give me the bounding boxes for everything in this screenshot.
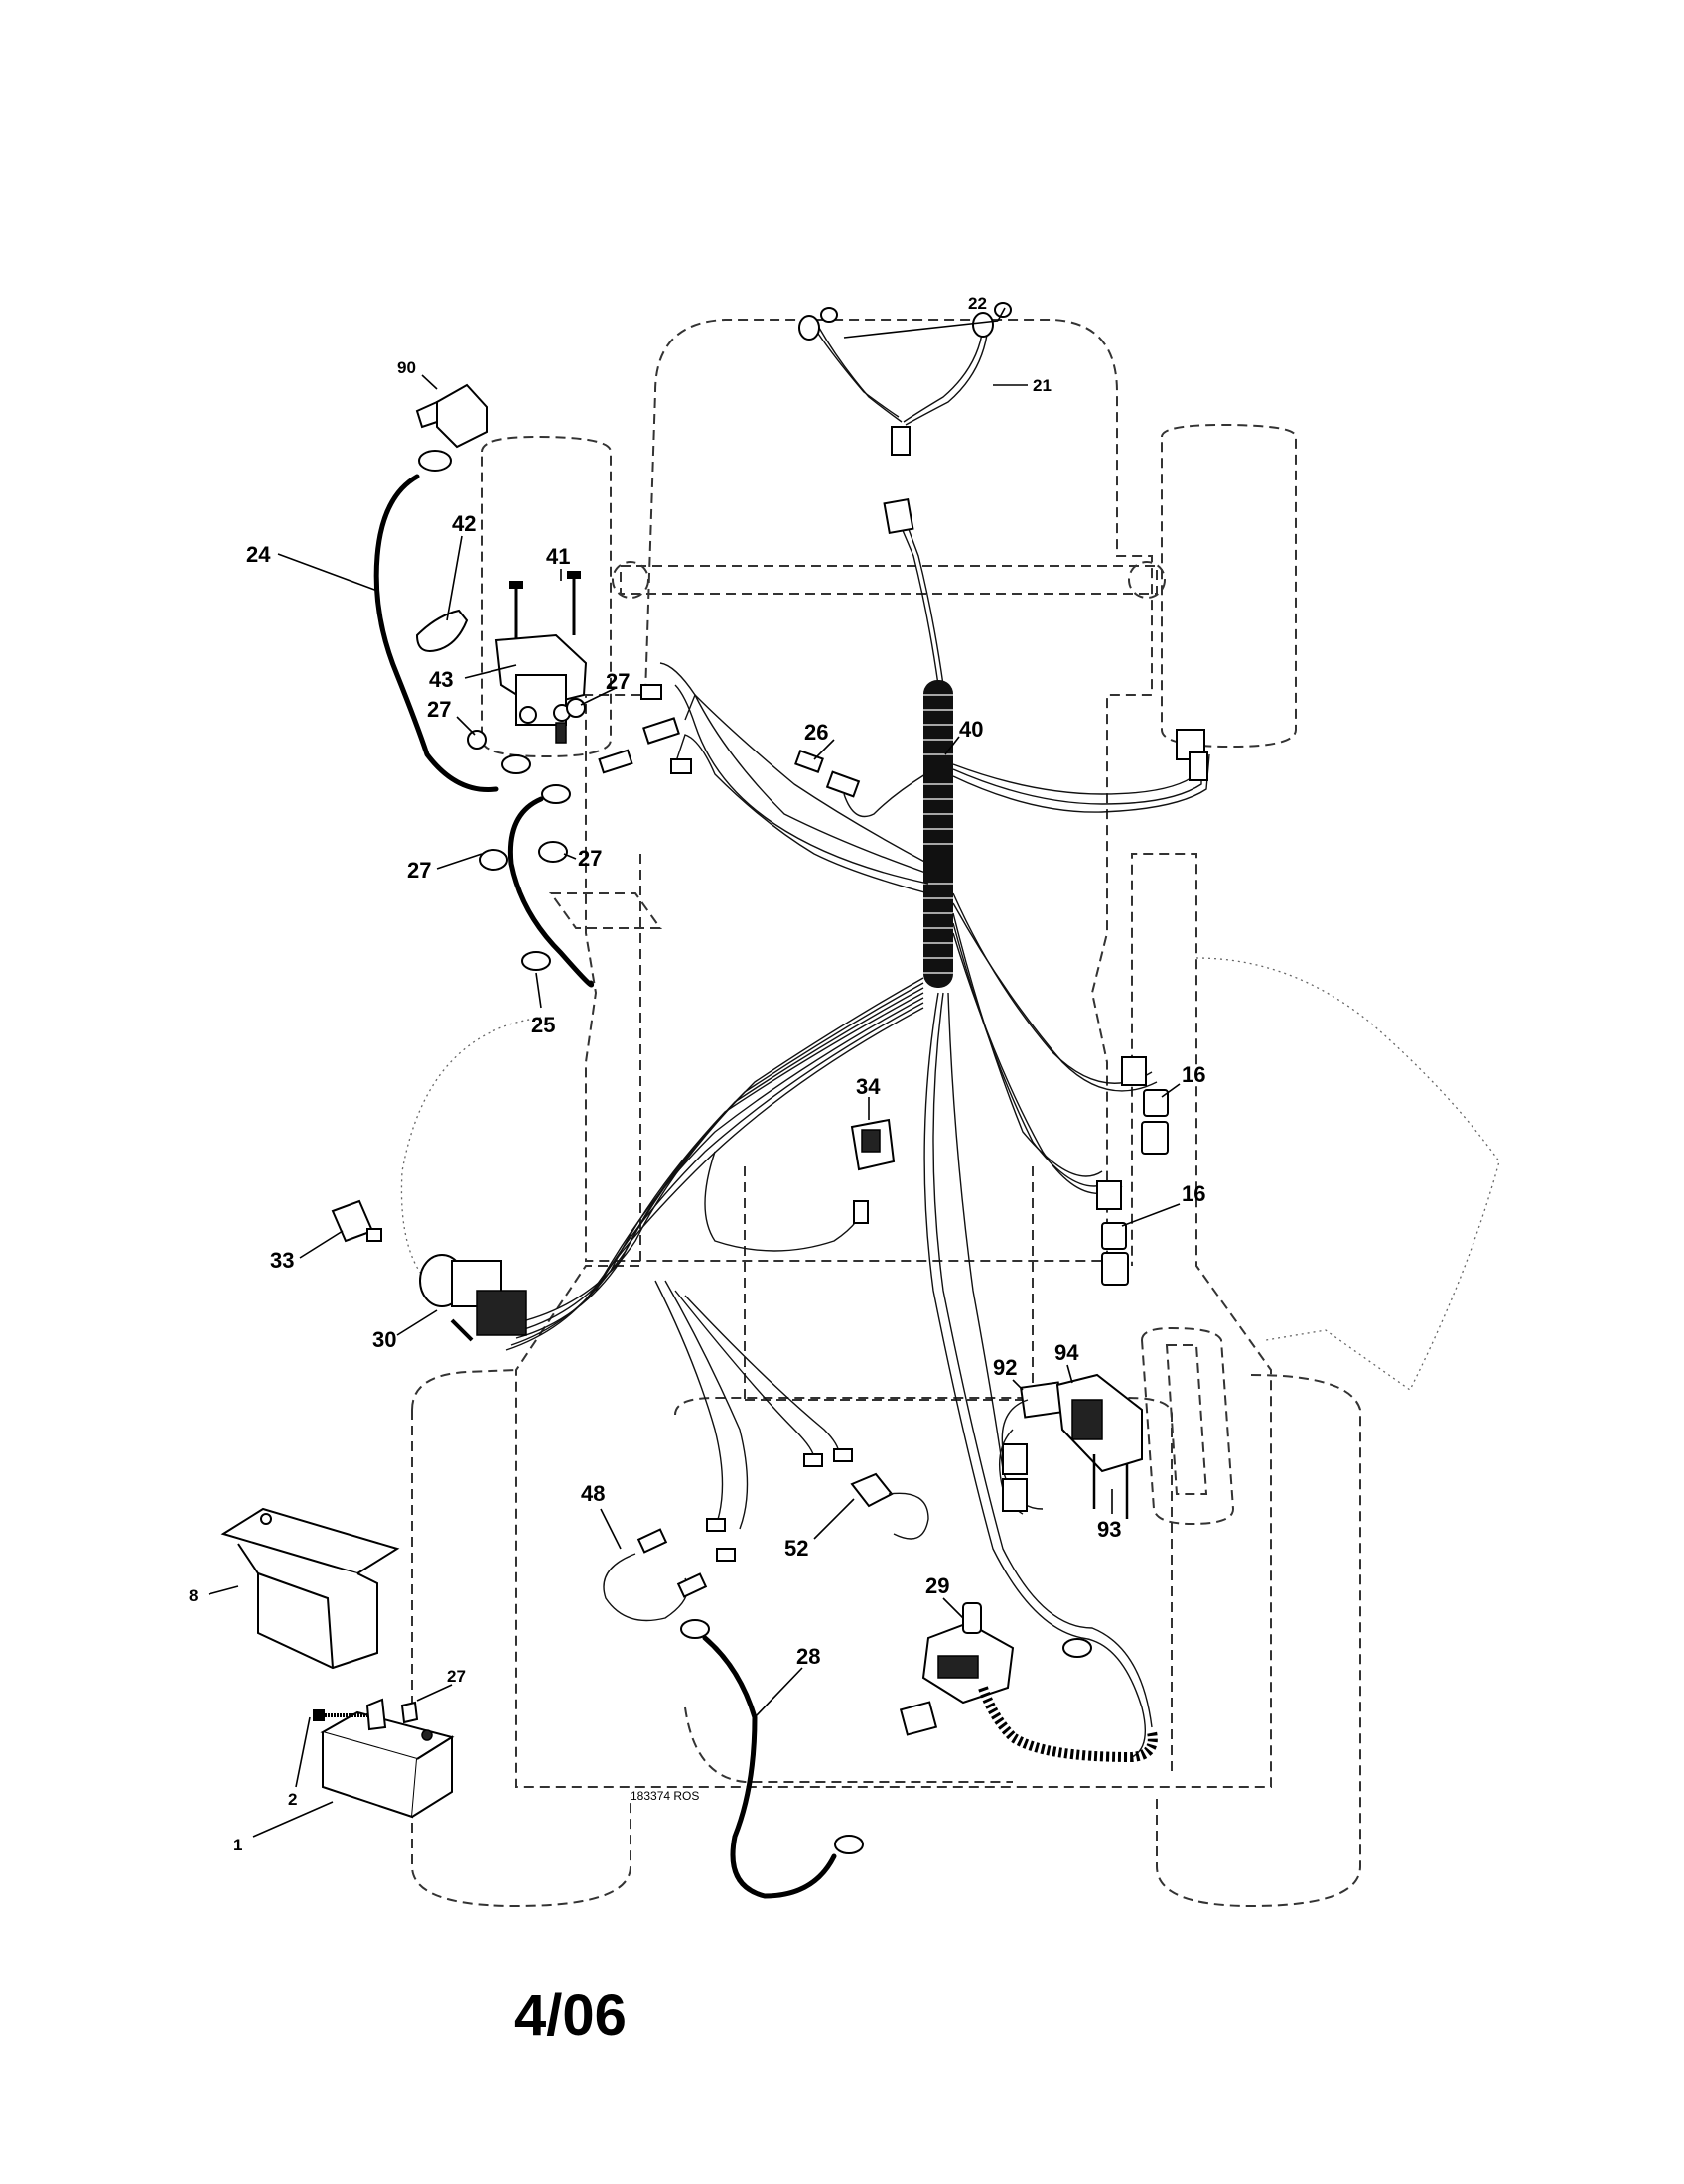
callout-42: 42 [452, 511, 476, 536]
part-21-headlight-harness [813, 327, 989, 535]
shift-slot-outline [1165, 1344, 1208, 1495]
left-front-wheel-outline [481, 435, 612, 758]
rear-fender-left [684, 1706, 1013, 1783]
part-28-ring-terminal-top [680, 1619, 710, 1639]
front-axle-right-pivot [1128, 561, 1166, 599]
callout-27-lower-left: 27 [407, 858, 431, 883]
leader-lines [208, 307, 1181, 1838]
part-16-switch-lower [1096, 1180, 1129, 1286]
part-28-ring-terminal-bottom [834, 1835, 864, 1854]
callout-93: 93 [1097, 1517, 1121, 1542]
callout-40: 40 [959, 717, 983, 742]
part-48-wire-loop [603, 1528, 708, 1622]
left-step-outline [549, 892, 662, 929]
revision-date: 4/06 [514, 1983, 627, 2048]
callout-27-battery: 27 [447, 1667, 466, 1686]
harness-loom [923, 680, 953, 988]
part-41-screws [509, 571, 581, 645]
callout-43: 43 [429, 667, 453, 692]
shift-plate-outline [1140, 1326, 1235, 1526]
right-rear-wheel-outline [1156, 1374, 1361, 1908]
part-2-battery-bolt [313, 1698, 387, 1731]
seat-support-outline [744, 1166, 1034, 1401]
part-29-pto-switch [899, 1602, 1158, 1763]
callout-29: 29 [925, 1573, 949, 1598]
callout-52: 52 [784, 1536, 808, 1561]
part-90-circuit-breaker [415, 383, 488, 449]
callout-33: 33 [270, 1248, 294, 1273]
callout-16-upper: 16 [1182, 1062, 1205, 1087]
callout-94: 94 [1054, 1340, 1079, 1365]
right-front-wheel-outline [1161, 423, 1297, 749]
drawing-code: 183374 ROS [631, 1789, 699, 1803]
callout-25: 25 [531, 1013, 555, 1037]
front-axle-left-pivot [612, 561, 649, 599]
callout-34: 34 [856, 1074, 881, 1099]
part-22-bulbs [798, 302, 1012, 341]
part-27-nut-b [467, 730, 487, 750]
part-93-screws [1092, 1454, 1129, 1519]
callout-41: 41 [546, 544, 570, 569]
part-27-battery-nut [400, 1701, 419, 1724]
part-42-terminal-boot [415, 609, 469, 652]
callout-24: 24 [246, 542, 271, 567]
part-43-solenoid [494, 633, 588, 744]
part-8-battery-tray [220, 1507, 400, 1670]
part-27-nut-c [479, 849, 508, 871]
part-94-switch-assembly [1055, 1373, 1143, 1473]
callout-92: 92 [993, 1355, 1017, 1380]
part-27-nut-d [538, 841, 568, 863]
callout-21: 21 [1033, 376, 1052, 395]
part-16-switch-upper [1121, 1056, 1169, 1155]
callout-2: 2 [288, 1790, 297, 1809]
part-30-ignition-switch [419, 1254, 527, 1342]
part-27-nut-a [566, 698, 586, 718]
part-28-ground-cable [702, 1635, 837, 1899]
callout-26: 26 [804, 720, 828, 745]
part-52-connector [850, 1472, 929, 1540]
callout-28: 28 [796, 1644, 820, 1669]
frame-outline [515, 853, 1272, 1788]
callout-1: 1 [233, 1836, 242, 1854]
part-34-switch [850, 1118, 896, 1224]
mower-deck-dotted [1195, 957, 1500, 1391]
callout-22: 22 [968, 294, 987, 313]
part-25-solenoid-cable [507, 796, 595, 988]
main-harness [505, 520, 1210, 1758]
part-92-connector [1001, 1381, 1064, 1512]
callout-30: 30 [372, 1327, 396, 1352]
callout-27-right: 27 [606, 669, 630, 694]
callout-90: 90 [397, 358, 416, 377]
callout-27-lower-right: 27 [578, 846, 602, 871]
callout-16-lower: 16 [1182, 1181, 1205, 1206]
front-axle-outline [620, 565, 1158, 595]
part-25-ring-terminal [521, 951, 551, 971]
parts [220, 302, 1208, 1899]
callout-8: 8 [189, 1586, 198, 1605]
part-24-battery-cable [373, 474, 499, 793]
callout-48: 48 [581, 1481, 605, 1506]
callout-27-left: 27 [427, 697, 451, 722]
part-24-ring-terminal [418, 450, 452, 472]
part-26-fuse-holder [794, 750, 861, 798]
part-33-relay [331, 1199, 382, 1243]
part-1-battery [320, 1710, 455, 1819]
callout-labels: 22 21 90 24 42 41 43 27 27 27 27 25 26 4… [189, 294, 1205, 1854]
left-dotted-arc [400, 1017, 542, 1292]
left-rear-wheel-outline [411, 1369, 632, 1908]
